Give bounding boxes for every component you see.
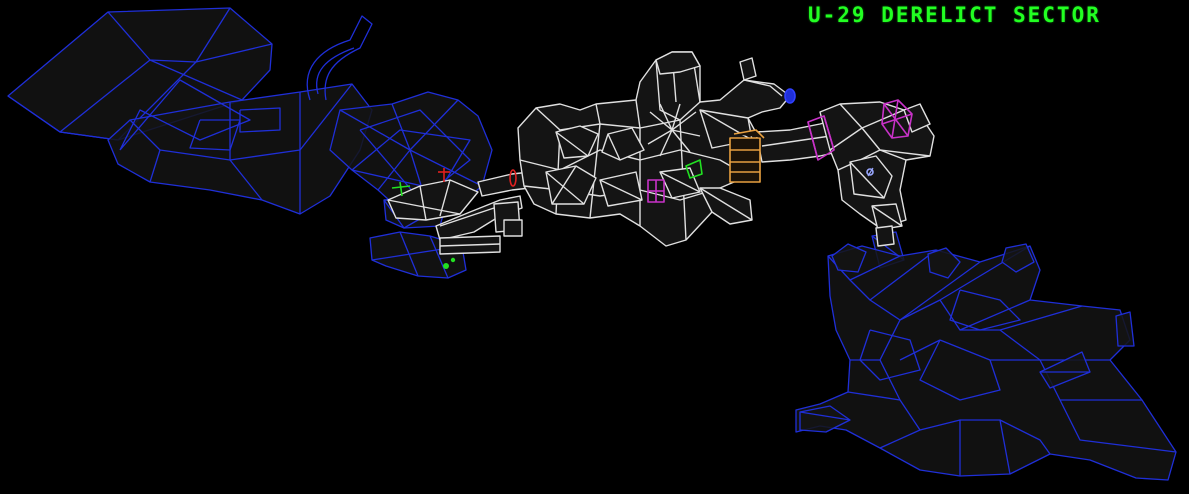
green-item-marker-icon bbox=[443, 263, 449, 269]
unexplored-region-southeast bbox=[795, 231, 1177, 481]
explored-region bbox=[387, 51, 935, 255]
sector-title: U-29 DERELICT SECTOR bbox=[808, 3, 1101, 27]
green-item-marker-icon bbox=[450, 257, 456, 263]
door-icon bbox=[729, 129, 765, 183]
door-icon bbox=[647, 99, 913, 203]
player-direction-icon bbox=[867, 167, 874, 177]
door-lines bbox=[391, 88, 913, 203]
unexplored-region-west bbox=[7, 7, 493, 279]
player-marker-icon bbox=[866, 168, 874, 176]
door-icon bbox=[438, 168, 517, 187]
map-markers bbox=[443, 167, 874, 269]
door-icon bbox=[784, 88, 796, 104]
